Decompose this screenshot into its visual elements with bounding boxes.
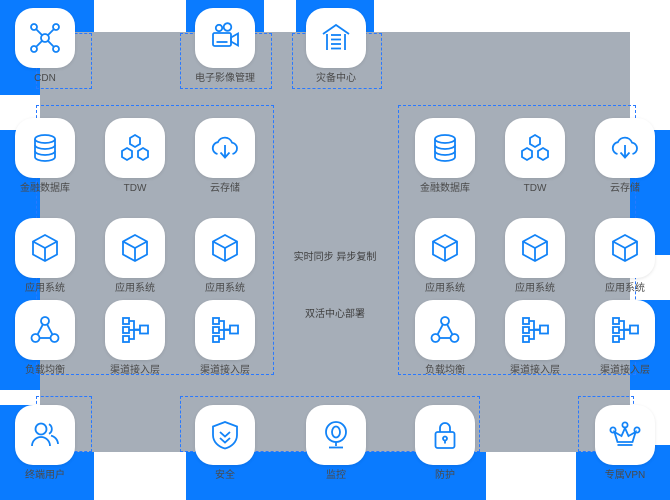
- node-security[interactable]: 安全: [194, 405, 256, 482]
- load-balancer-icon: [415, 300, 475, 360]
- node-left-app-1[interactable]: 应用系统: [14, 218, 76, 295]
- node-right-tdw[interactable]: TDW: [504, 118, 566, 195]
- warehouse-icon: [306, 8, 366, 68]
- sitemap-icon: [195, 300, 255, 360]
- node-label: 云存储: [210, 183, 240, 194]
- node-right-load-balancer[interactable]: 负载均衡: [414, 300, 476, 377]
- center-note-deploy: 双活中心部署: [305, 309, 365, 320]
- node-label: 终端用户: [25, 470, 65, 481]
- node-label: 应用系统: [205, 283, 245, 294]
- node-end-users[interactable]: 终端用户: [14, 405, 76, 482]
- node-label: 负载均衡: [25, 365, 65, 376]
- node-right-cloud-storage[interactable]: 云存储: [594, 118, 656, 195]
- node-label: 云存储: [610, 183, 640, 194]
- node-left-load-balancer[interactable]: 负载均衡: [14, 300, 76, 377]
- database-icon: [415, 118, 475, 178]
- node-label: 负载均衡: [425, 365, 465, 376]
- cube-icon: [595, 218, 655, 278]
- cube-icon: [415, 218, 475, 278]
- node-left-channel-1[interactable]: 渠道接入层: [104, 300, 166, 377]
- crown-icon: [595, 405, 655, 465]
- cloud-download-icon: [595, 118, 655, 178]
- node-cdn[interactable]: CDN: [14, 8, 76, 85]
- node-label: 监控: [326, 470, 346, 481]
- node-left-app-3[interactable]: 应用系统: [194, 218, 256, 295]
- node-label: 金融数据库: [20, 183, 70, 194]
- node-protection[interactable]: 防护: [414, 405, 476, 482]
- node-label: 电子影像管理: [195, 73, 255, 84]
- sitemap-icon: [505, 300, 565, 360]
- cube-icon: [105, 218, 165, 278]
- node-left-database[interactable]: 金融数据库: [14, 118, 76, 195]
- node-imaging[interactable]: 电子影像管理: [194, 8, 256, 85]
- node-label: 防护: [435, 470, 455, 481]
- node-right-app-2[interactable]: 应用系统: [504, 218, 566, 295]
- node-right-database[interactable]: 金融数据库: [414, 118, 476, 195]
- node-label: 应用系统: [115, 283, 155, 294]
- node-label: CDN: [34, 73, 56, 84]
- database-icon: [15, 118, 75, 178]
- sitemap-icon: [105, 300, 165, 360]
- cloud-download-icon: [195, 118, 255, 178]
- node-label: 安全: [215, 470, 235, 481]
- node-label: 渠道接入层: [510, 365, 560, 376]
- node-left-channel-2[interactable]: 渠道接入层: [194, 300, 256, 377]
- cube-icon: [195, 218, 255, 278]
- node-disaster-recovery[interactable]: 灾备中心: [305, 8, 367, 85]
- node-right-app-1[interactable]: 应用系统: [414, 218, 476, 295]
- node-left-app-2[interactable]: 应用系统: [104, 218, 166, 295]
- node-monitoring[interactable]: 监控: [305, 405, 367, 482]
- node-label: 渠道接入层: [200, 365, 250, 376]
- node-label: 渠道接入层: [110, 365, 160, 376]
- video-camera-icon: [195, 8, 255, 68]
- hexagon-nodes-icon: [505, 118, 565, 178]
- cube-icon: [505, 218, 565, 278]
- hexagon-nodes-icon: [105, 118, 165, 178]
- node-label: 灾备中心: [316, 73, 356, 84]
- sitemap-icon: [595, 300, 655, 360]
- node-left-tdw[interactable]: TDW: [104, 118, 166, 195]
- cdn-network-icon: [15, 8, 75, 68]
- node-label: TDW: [123, 183, 147, 194]
- node-label: 金融数据库: [420, 183, 470, 194]
- cube-icon: [15, 218, 75, 278]
- node-label: TDW: [523, 183, 547, 194]
- shield-icon: [195, 405, 255, 465]
- node-label: 渠道接入层: [600, 365, 650, 376]
- center-note-sync: 实时同步 异步复制: [293, 252, 377, 263]
- load-balancer-icon: [15, 300, 75, 360]
- lock-icon: [415, 405, 475, 465]
- node-label: 应用系统: [425, 283, 465, 294]
- node-right-app-3[interactable]: 应用系统: [594, 218, 656, 295]
- node-dedicated-vpn[interactable]: 专属VPN: [594, 405, 656, 482]
- node-left-cloud-storage[interactable]: 云存储: [194, 118, 256, 195]
- users-icon: [15, 405, 75, 465]
- node-label: 应用系统: [515, 283, 555, 294]
- monitor-icon: [306, 405, 366, 465]
- node-label: 应用系统: [25, 283, 65, 294]
- node-label: 专属VPN: [604, 470, 646, 481]
- node-label: 应用系统: [605, 283, 645, 294]
- node-right-channel-1[interactable]: 渠道接入层: [504, 300, 566, 377]
- node-right-channel-2[interactable]: 渠道接入层: [594, 300, 656, 377]
